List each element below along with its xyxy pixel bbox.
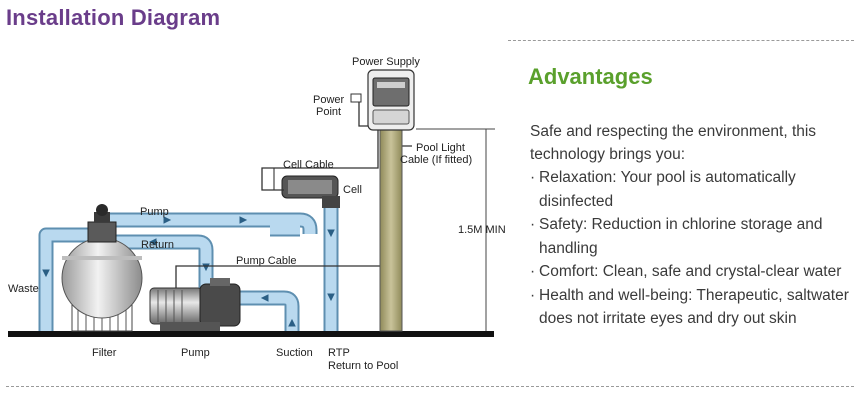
- label-filter: Filter: [92, 347, 117, 359]
- label-cell-cable: Cell Cable: [283, 159, 334, 171]
- cell-cable: [261, 130, 379, 191]
- label-power-point-line2: Point: [316, 106, 341, 118]
- power-point-icon: [350, 93, 362, 103]
- label-pump-top: Pump: [140, 206, 169, 218]
- advantage-item: Safety: Reduction in chlorine storage an…: [530, 213, 852, 260]
- top-divider: [508, 40, 854, 41]
- advantage-item: Comfort: Clean, safe and crystal-clear w…: [530, 260, 852, 284]
- power-post: [379, 127, 403, 332]
- salt-cell: [261, 167, 340, 208]
- height-dimension: [416, 128, 495, 331]
- label-pool-light-line1: Pool Light: [416, 142, 465, 154]
- label-pool-light-line2: Cable (If fitted): [400, 154, 472, 166]
- advantages-intro: Safe and respecting the environment, thi…: [530, 123, 817, 163]
- pump: [149, 278, 241, 331]
- label-pump-bottom: Pump: [181, 347, 210, 359]
- label-power-point-line1: Power: [313, 94, 345, 106]
- advantages-list: Relaxation: Your pool is automatically d…: [530, 166, 852, 331]
- advantage-item: Relaxation: Your pool is automatically d…: [530, 166, 852, 213]
- advantage-item: Health and well-being: Therapeutic, salt…: [530, 284, 852, 331]
- label-power-supply: Power Supply: [352, 56, 420, 68]
- label-pump-cable: Pump Cable: [236, 255, 297, 267]
- power-supply-unit: [367, 69, 415, 131]
- advantages-title: Advantages: [528, 64, 653, 89]
- pipe-network: [38, 198, 339, 331]
- ground-line: [8, 331, 494, 337]
- label-suction: Suction: [276, 347, 313, 359]
- label-return-top: Return: [141, 239, 174, 251]
- bottom-divider: [6, 386, 854, 387]
- label-height: 1.5M MIN: [458, 224, 506, 236]
- label-return-to-pool: Return to Pool: [328, 360, 398, 372]
- filter-tank: [61, 204, 143, 332]
- installation-diagram: Power Supply Power Point Pool Light Cabl…: [8, 56, 506, 372]
- label-rtp: RTP: [328, 347, 350, 359]
- label-waste: Waste: [8, 283, 39, 295]
- page-title: Installation Diagram: [6, 5, 221, 30]
- label-cell: Cell: [343, 184, 362, 196]
